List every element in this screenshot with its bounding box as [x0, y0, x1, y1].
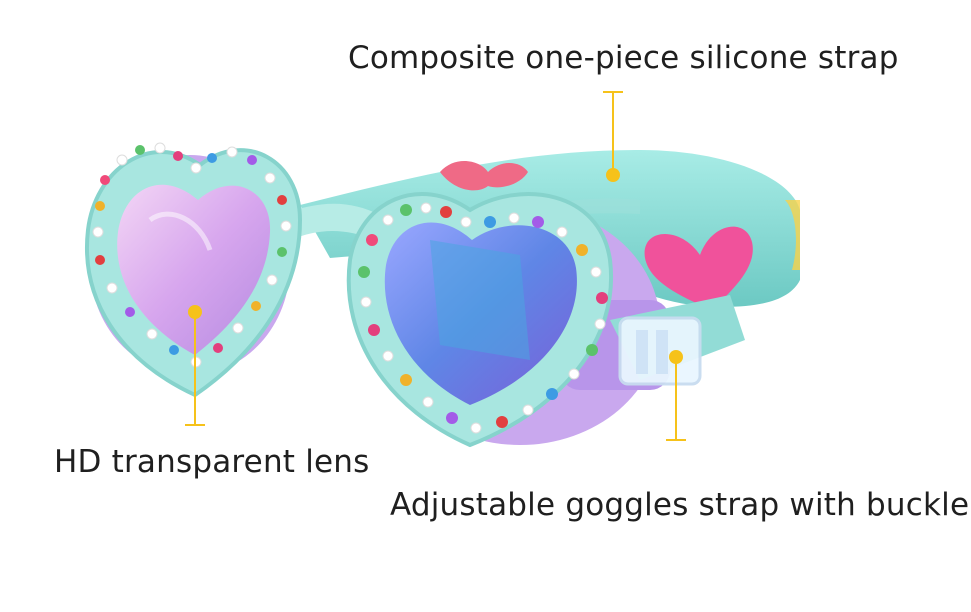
- lens-callout-label: HD transparent lens: [54, 444, 370, 480]
- callout-buckle: [666, 350, 686, 441]
- callout-strap: [603, 91, 623, 182]
- right-gems: [358, 202, 608, 434]
- heart-decoration: [644, 226, 753, 310]
- right-lens-frame: [346, 192, 614, 448]
- strap-callout-label: Composite one-piece silicone strap: [348, 40, 899, 76]
- left-gems: [92, 142, 292, 368]
- bow-decoration: [440, 161, 528, 191]
- buckle-callout-label: Adjustable goggles strap with buckle: [390, 487, 970, 523]
- callout-lens: [185, 305, 205, 426]
- left-lens: [117, 184, 271, 355]
- buckle: [610, 295, 745, 386]
- left-lens-frame: [85, 148, 303, 398]
